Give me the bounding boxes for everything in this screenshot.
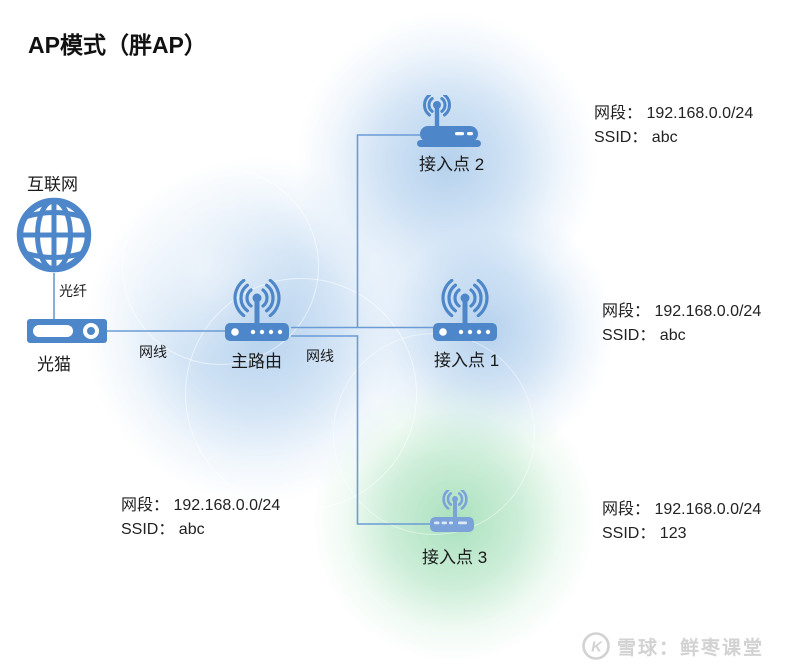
- main-router-ssid: SSID： abc: [121, 521, 205, 538]
- ap3-label: 接入点 3: [422, 548, 488, 567]
- modem-label: 光猫: [37, 355, 71, 374]
- ap3-icon: [430, 490, 474, 532]
- router-ap2-cable-line: [356, 134, 420, 328]
- fiber-label: 光纤: [59, 283, 87, 299]
- main-router-label: 主路由: [231, 352, 282, 371]
- glow-ring-2: [122, 168, 319, 365]
- router-ap3-cable-line: [291, 335, 430, 525]
- cable-label-router-aps: 网线: [306, 348, 334, 364]
- ap1-subnet: 网段： 192.168.0.0/24: [602, 303, 762, 320]
- xueqiu-logo-letter: K: [591, 639, 603, 656]
- modem-icon: [27, 319, 107, 343]
- ap2-subnet: 网段： 192.168.0.0/24: [594, 105, 754, 122]
- ap2-annotation: 网段： 192.168.0.0/24 SSID： abc: [594, 102, 753, 150]
- ap2-ssid: SSID： abc: [594, 129, 678, 146]
- xueqiu-logo-icon: K: [582, 632, 610, 660]
- ap2-icon: [417, 95, 481, 147]
- ap2-label: 接入点 2: [419, 155, 485, 174]
- ap3-subnet: 网段： 192.168.0.0/24: [602, 501, 762, 518]
- ap3-annotation: 网段： 192.168.0.0/24 SSID： 123: [602, 498, 761, 546]
- ap1-annotation: 网段： 192.168.0.0/24 SSID： abc: [602, 300, 761, 348]
- internet-label: 互联网: [27, 175, 78, 194]
- cable-label-modem-router: 网线: [139, 344, 167, 360]
- main-router-icon: [225, 279, 289, 341]
- ap1-icon: [433, 279, 497, 341]
- ap3-ssid: SSID： 123: [602, 525, 687, 542]
- page-title: AP模式（胖AP）: [28, 32, 207, 58]
- ap1-ssid: SSID： abc: [602, 327, 686, 344]
- main-router-subnet: 网段： 192.168.0.0/24: [121, 497, 281, 514]
- internet-globe-icon: [16, 197, 92, 273]
- watermark-text: 雪球：鲜枣课堂: [617, 638, 765, 659]
- main-router-annotation: 网段： 192.168.0.0/24 SSID： abc: [121, 494, 280, 542]
- ap1-label: 接入点 1: [434, 351, 500, 370]
